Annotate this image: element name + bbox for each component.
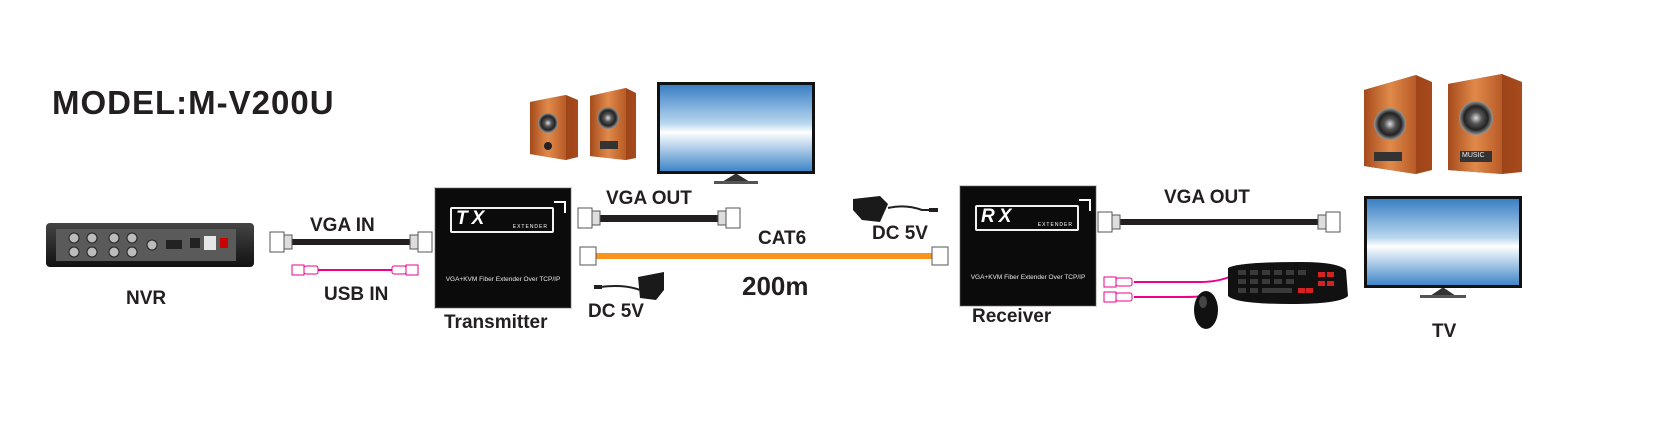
usb-in-label: USB IN <box>324 284 389 305</box>
vga-out-rx-cable <box>1097 211 1341 233</box>
distance-label: 200m <box>742 271 809 301</box>
monitor-tx <box>657 82 815 184</box>
speakers-tx <box>530 88 636 160</box>
receiver-box: RX EXTENDER VGA+KVM Fiber Extender Over … <box>960 186 1096 306</box>
rx-badge-text: RX <box>981 206 1016 227</box>
speaker-brand: MUSIC <box>1462 152 1485 159</box>
vga-in-label: VGA IN <box>310 215 375 236</box>
model-title: MODEL:M-V200U <box>52 84 335 121</box>
dc5v-tx-label: DC 5V <box>588 301 644 322</box>
flag-icon <box>554 201 566 213</box>
vga-in-cable <box>269 231 433 253</box>
nvr-device <box>46 223 254 267</box>
vga-out-tx-label: VGA OUT <box>606 188 692 209</box>
vga-out-rx-label: VGA OUT <box>1164 187 1250 208</box>
keyboard <box>1228 262 1348 304</box>
speakers-rx <box>1364 74 1522 174</box>
mouse <box>1194 291 1218 329</box>
tx-badge-text: TX <box>456 208 489 229</box>
tx-badge: TX EXTENDER <box>450 201 566 233</box>
vga-out-tx-cable <box>577 207 741 229</box>
cat6-label: CAT6 <box>758 228 807 249</box>
transmitter-box: TX EXTENDER VGA+KVM Fiber Extender Over … <box>435 188 571 308</box>
usb-in-cable <box>291 264 419 276</box>
power-adapter-rx <box>853 196 938 222</box>
rx-caption: VGA+KVM Fiber Extender Over TCP/IP <box>970 274 1086 281</box>
tv-label: TV <box>1432 321 1457 342</box>
receiver-label: Receiver <box>972 306 1052 327</box>
rx-badge-sub: EXTENDER <box>1037 222 1073 228</box>
tx-caption: VGA+KVM Fiber Extender Over TCP/IP <box>445 276 561 283</box>
rx-badge: RX EXTENDER <box>975 199 1091 231</box>
flag-icon <box>1079 199 1091 211</box>
tv-device <box>1364 196 1522 298</box>
cat6-cable <box>579 246 949 266</box>
nvr-label: NVR <box>126 288 167 309</box>
tx-badge-sub: EXTENDER <box>512 224 548 230</box>
transmitter-label: Transmitter <box>444 312 548 333</box>
dc5v-rx-label: DC 5V <box>872 223 928 244</box>
power-adapter-tx <box>594 272 664 300</box>
